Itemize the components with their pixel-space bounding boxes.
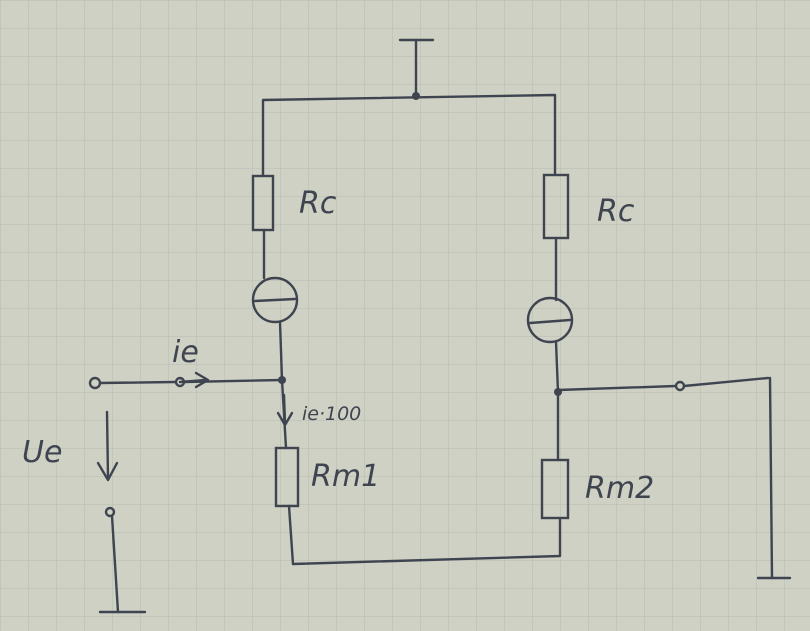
arrow-ie-100 <box>276 393 294 427</box>
tube-left <box>251 276 299 324</box>
tube-right <box>526 296 574 344</box>
right-branch <box>526 173 574 520</box>
arrow-ue <box>96 410 119 482</box>
input-terminal <box>88 376 284 614</box>
label-rm2: Rm2 <box>585 471 654 506</box>
label-ie: ie <box>172 335 199 370</box>
top-rail-wire <box>261 93 557 178</box>
resistor-rm1 <box>274 446 300 508</box>
label-rc-right: Rc <box>597 194 635 229</box>
label-ue: Ue <box>22 435 62 470</box>
label-rm1: Rm1 <box>311 459 380 494</box>
resistor-rm2 <box>540 458 570 520</box>
arrow-ie <box>178 371 210 389</box>
output-terminal <box>556 376 792 580</box>
label-rc-left: Rc <box>299 186 337 221</box>
bottom-connection-wire <box>291 518 562 566</box>
label-ie-100: ie·100 <box>302 403 361 425</box>
